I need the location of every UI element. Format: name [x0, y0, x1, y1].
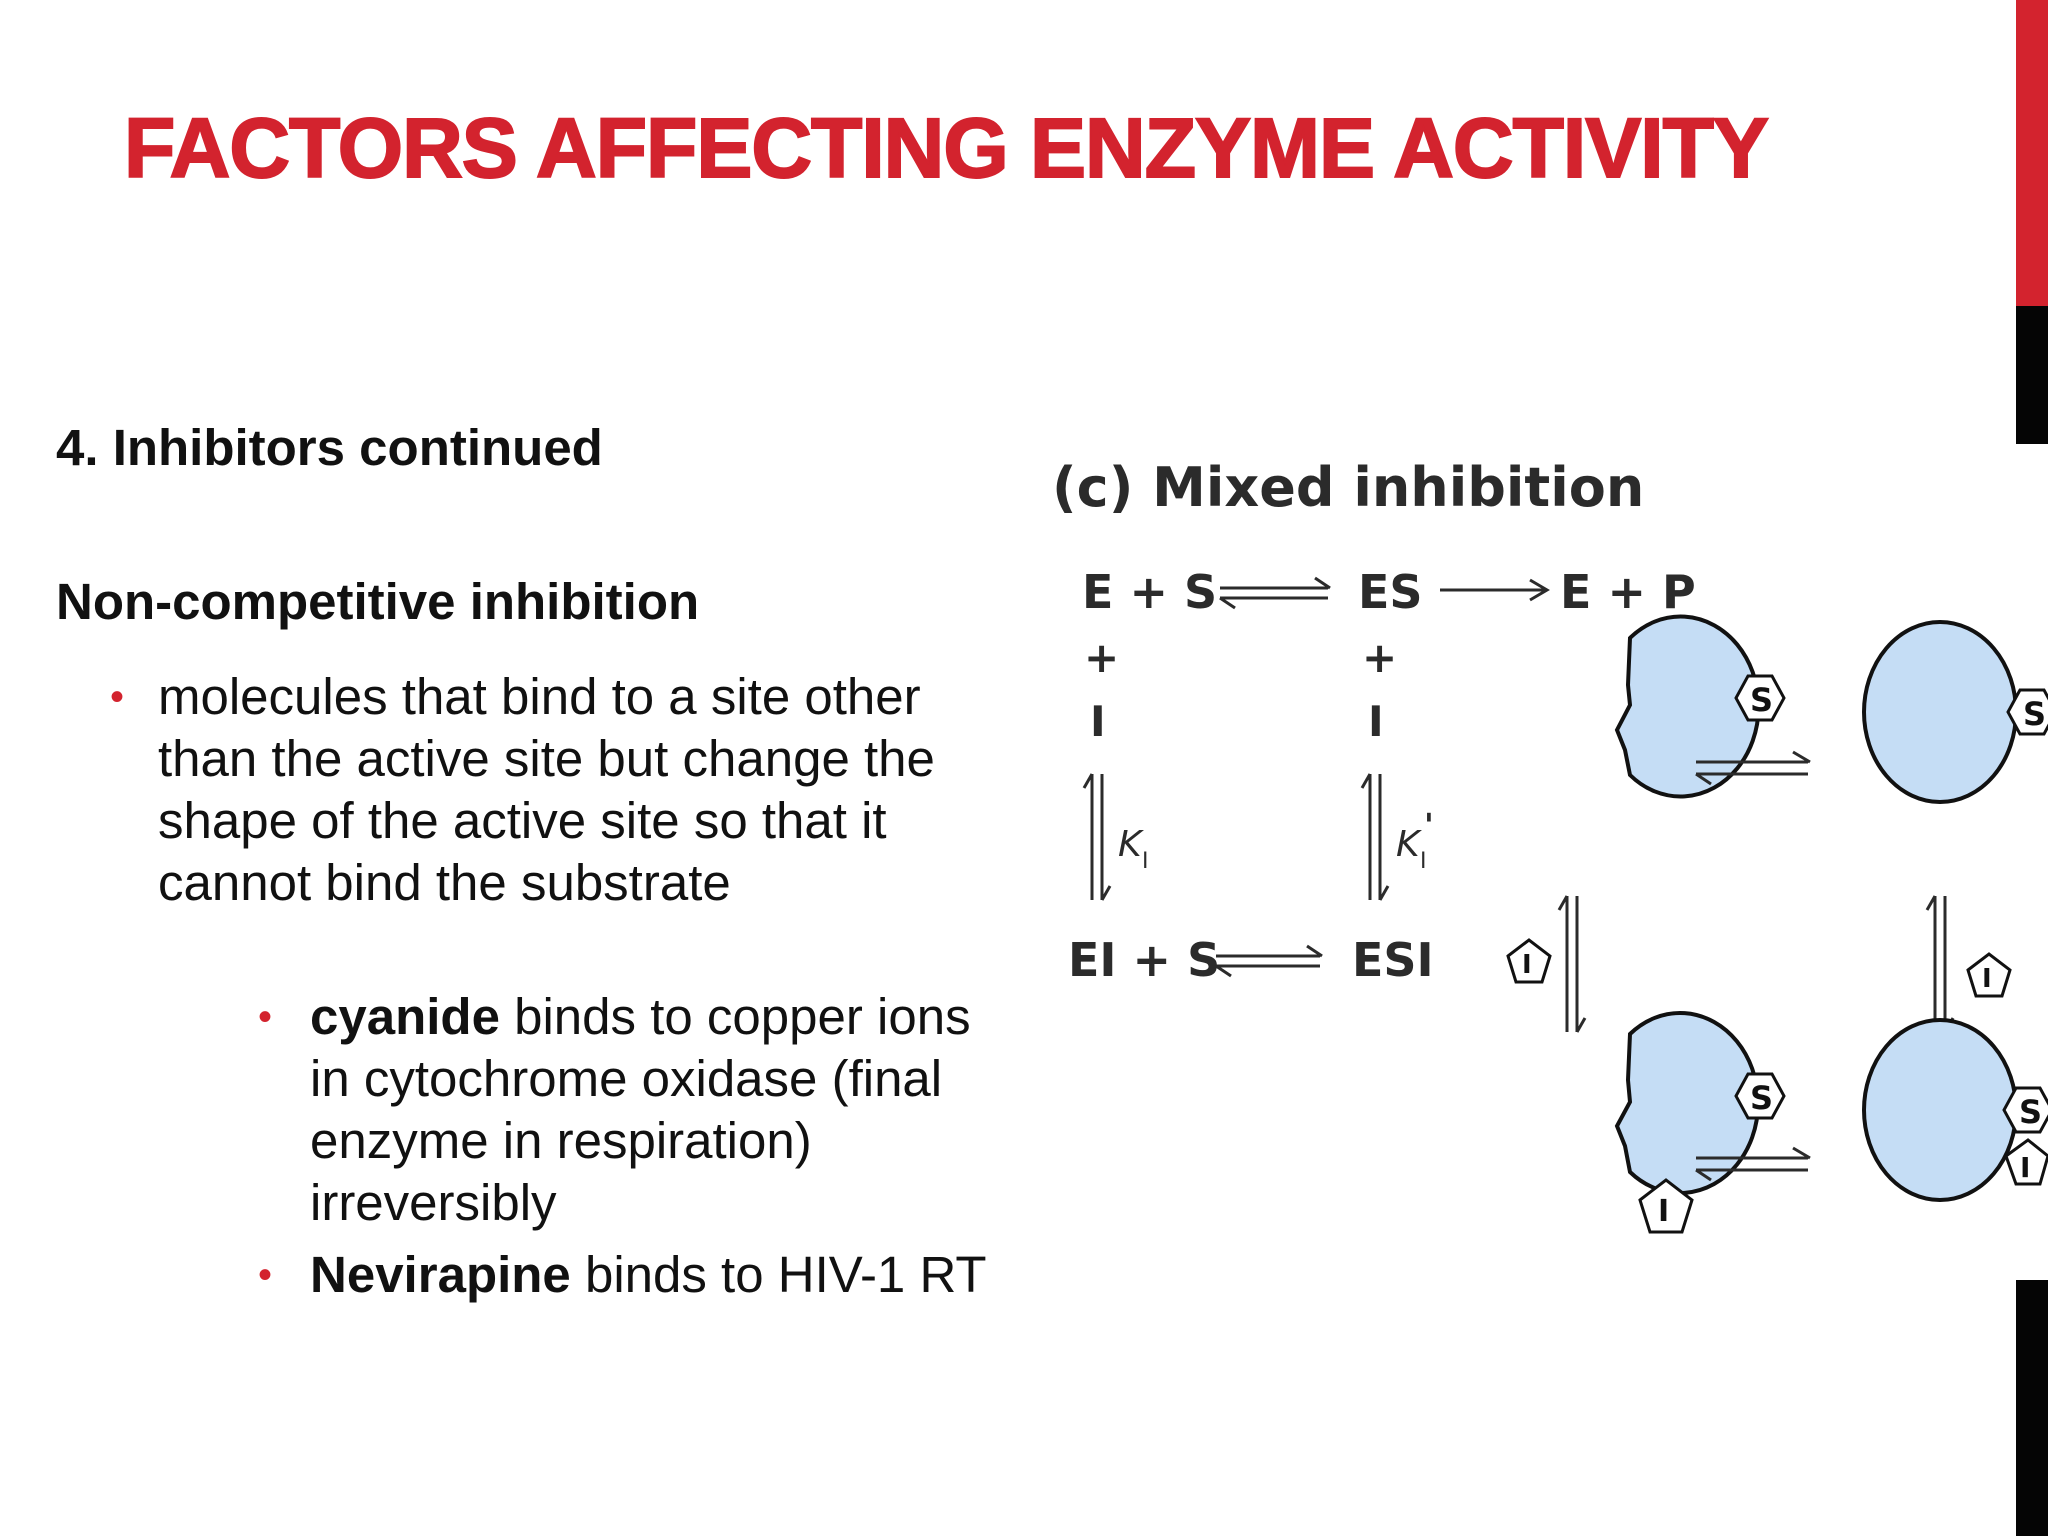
label-es: ES [1358, 565, 1423, 619]
svg-text:S: S [1750, 1079, 1773, 1117]
substrate-bound-top: S [2006, 688, 2048, 736]
equilibrium-arrow-right-col [1925, 895, 1955, 1033]
bullet-dot: • [110, 675, 125, 719]
label-ei-plus-s: EI + S [1068, 933, 1220, 987]
plus-left: + [1084, 633, 1119, 682]
accent-bar-red [2016, 0, 2048, 306]
forward-arrow [1440, 578, 1550, 602]
svg-text:S: S [1750, 681, 1773, 719]
plus-right: + [1362, 633, 1397, 682]
equilibrium-arrow-ki [1082, 773, 1112, 901]
accent-bar-black-bottom [2016, 1280, 2048, 1536]
enzyme-esi [1862, 1018, 2018, 1202]
label-ki-prime-sub: I [1420, 849, 1427, 874]
inhibitor-free-left: I [1506, 938, 1552, 984]
svg-text:I: I [2020, 1151, 2030, 1184]
bullet-bold-term: Nevirapine [310, 1246, 571, 1303]
svg-text:S: S [2023, 695, 2046, 733]
bullet-dot: • [258, 1253, 273, 1297]
label-e-plus-p: E + P [1560, 565, 1696, 619]
bullet-dot: • [258, 995, 273, 1039]
inhibitor-bound-bottom-right: I [2004, 1138, 2048, 1186]
accent-bar-black-top [2016, 306, 2048, 444]
section-heading: 4. Inhibitors continued [56, 419, 603, 476]
substrate-free-top: S [1734, 674, 1786, 722]
equilibrium-arrow-bottom-row [1695, 1146, 1811, 1182]
svg-text:I: I [1658, 1194, 1669, 1229]
label-ki-prime: K [1396, 824, 1422, 865]
subheading: Non-competitive inhibition [56, 573, 700, 630]
substrate-bound-bottom: S [2002, 1086, 2048, 1134]
label-ki: K [1118, 824, 1144, 865]
equilibrium-arrow-left-col [1557, 895, 1587, 1033]
equilibrium-arrow-esi [1215, 944, 1323, 978]
inhibitor-bound-bottom-left: I [1638, 1178, 1694, 1234]
bullet-text: molecules that bind to a site other than… [158, 668, 935, 911]
inhibitor-right: I [1368, 697, 1384, 746]
substrate-free-bottom: S [1734, 1072, 1786, 1120]
svg-text:I: I [1522, 950, 1532, 980]
label-e-plus-s: E + S [1082, 565, 1217, 619]
label-ki-sub: I [1142, 849, 1149, 874]
enzyme-es [1862, 620, 2018, 804]
svg-text:I: I [1982, 964, 1992, 994]
label-prime-mark: ' [1424, 806, 1434, 844]
bullet-definition: • molecules that bind to a site other th… [110, 666, 950, 914]
mixed-inhibition-diagram: (c) Mixed inhibition E + S ES E + P + I … [1052, 456, 2048, 1234]
equilibrium-arrow-top-row [1695, 750, 1811, 786]
label-esi: ESI [1352, 933, 1434, 987]
bullet-nevirapine: • Nevirapine binds to HIV-1 RT [258, 1244, 988, 1306]
bullet-text: Nevirapine binds to HIV-1 RT [310, 1244, 988, 1306]
bullet-text: cyanide binds to copper ions in cytochro… [310, 986, 988, 1234]
svg-text:S: S [2019, 1093, 2042, 1131]
enzyme-free [1614, 614, 1761, 799]
bullet-rest: binds to copper ions in cytochrome oxida… [310, 988, 971, 1231]
inhibitor-free-right: I [1966, 952, 2012, 998]
bullet-bold-term: cyanide [310, 988, 500, 1045]
equilibrium-arrow-ki-prime [1360, 773, 1390, 901]
slide-title: FACTORS AFFECTING ENZYME ACTIVITY [123, 100, 1770, 196]
bullet-cyanide: • cyanide binds to copper ions in cytoch… [258, 986, 988, 1234]
equilibrium-arrow-es [1219, 576, 1331, 610]
enzyme-ei [1614, 1011, 1761, 1195]
figure-title: (c) Mixed inhibition [1052, 456, 1644, 519]
inhibitor-left: I [1090, 697, 1106, 746]
bullet-rest: binds to HIV-1 RT [570, 1246, 987, 1303]
